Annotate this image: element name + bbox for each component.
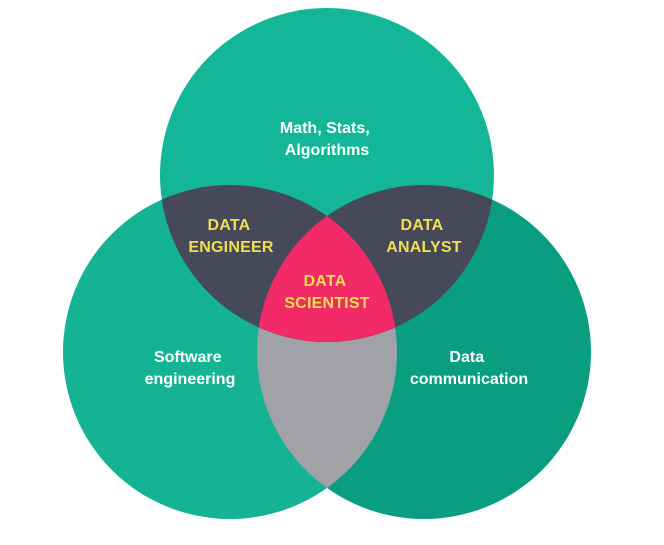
role-engineer-line1: DATA bbox=[208, 217, 251, 234]
role-engineer-label: DATA ENGINEER bbox=[188, 217, 273, 256]
role-engineer-line2: ENGINEER bbox=[188, 239, 273, 256]
region-left-line1: Software bbox=[154, 349, 222, 366]
region-right-line1: Data bbox=[449, 349, 484, 366]
role-analyst-line2: ANALYST bbox=[386, 239, 462, 256]
region-top-line2: Algorithms bbox=[285, 142, 370, 159]
role-analyst-line1: DATA bbox=[401, 217, 444, 234]
region-left-line2: engineering bbox=[145, 371, 236, 388]
region-left-label: Software engineering bbox=[145, 349, 236, 388]
region-top-label: Math, Stats, Algorithms bbox=[280, 120, 374, 159]
role-scientist-label: DATA SCIENTIST bbox=[284, 273, 369, 312]
overlap-center bbox=[257, 185, 397, 342]
role-scientist-line2: SCIENTIST bbox=[284, 295, 369, 312]
region-right-label: Data communication bbox=[410, 349, 528, 388]
region-top-line1: Math, Stats, bbox=[280, 120, 370, 137]
role-scientist-line1: DATA bbox=[304, 273, 347, 290]
role-analyst-label: DATA ANALYST bbox=[386, 217, 462, 256]
region-right-line2: communication bbox=[410, 371, 528, 388]
